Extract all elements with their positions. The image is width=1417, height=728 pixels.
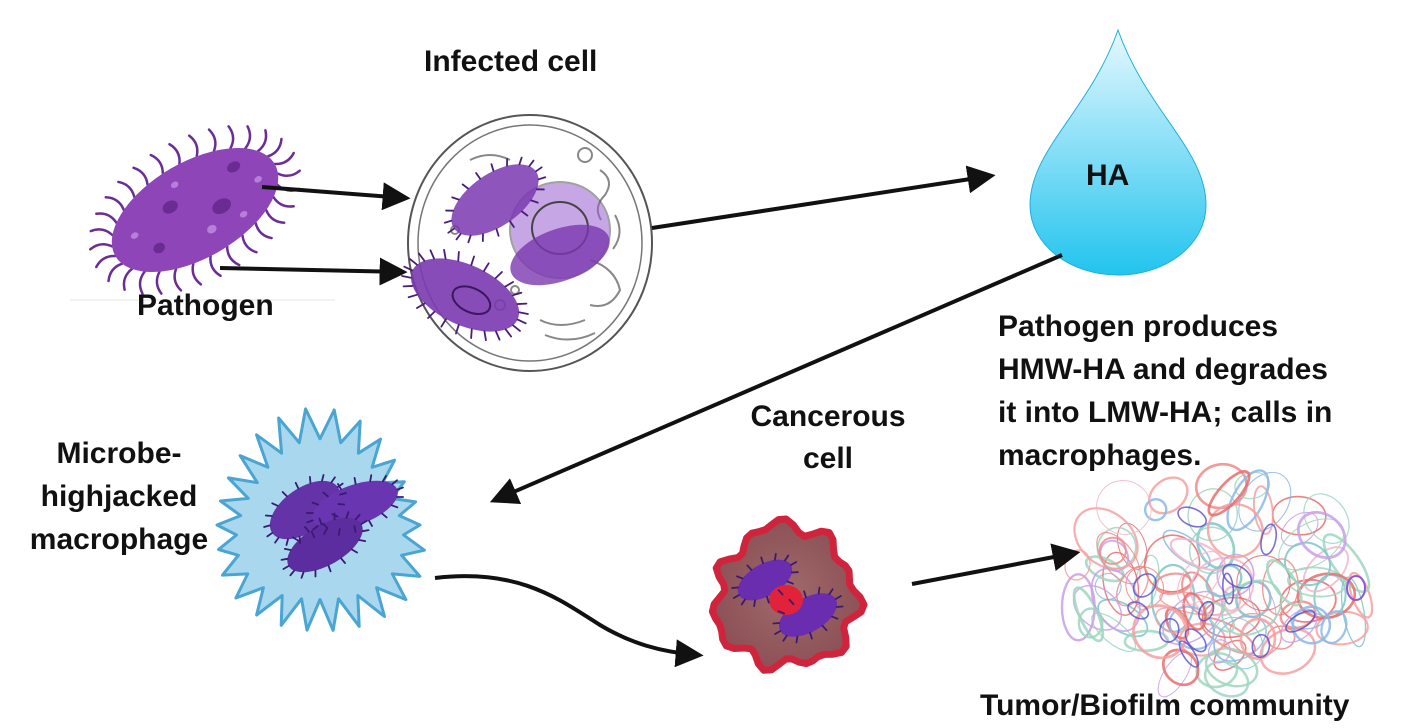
arrow-cancer-to-tumor	[911, 543, 1081, 586]
ha-description-line-3: it into LMW-HA; calls in	[998, 396, 1333, 429]
macrophage-line-3: macrophage	[29, 523, 209, 556]
arrow-pathogen-to-cell-bottom	[219, 257, 408, 286]
ha-description-line-4: macrophages.	[998, 439, 1202, 472]
ha-description-line-2: HMW-HA and degrades	[998, 353, 1328, 386]
macrophage-icon	[215, 407, 426, 632]
macrophage-line-1: Microbe-	[56, 437, 182, 470]
arrow-cell-to-ha	[651, 165, 996, 230]
infected-cell-icon	[401, 114, 653, 372]
ha-label: HA	[1086, 159, 1130, 192]
arrow-ha-to-macrophage	[489, 253, 1063, 504]
macrophage-label: Microbe- highjacked macrophage	[14, 432, 224, 561]
cancerous-cell-icon	[708, 515, 868, 674]
pathogen-icon	[70, 125, 335, 301]
ha-description-line-1: Pathogen produces	[998, 310, 1279, 343]
ha-droplet-icon	[1029, 28, 1207, 276]
arrows	[219, 165, 1081, 668]
cancerous-cell-line-1: Cancerous	[750, 400, 906, 433]
pathogen-label: Pathogen	[137, 289, 274, 322]
arrow-pathogen-to-cell-top	[261, 182, 411, 211]
infected-cell-label: Infected cell	[424, 45, 598, 78]
macrophage-line-2: highjacked	[40, 480, 198, 513]
ha-description: Pathogen produces HMW-HA and degrades it…	[998, 305, 1332, 477]
arrow-macrophage-to-cancer	[434, 574, 704, 668]
tumor-biofilm-icon	[1060, 462, 1374, 698]
cancerous-cell-label: Cancerous cell	[728, 396, 928, 480]
tumor-label: Tumor/Biofilm community	[980, 689, 1350, 722]
cancerous-cell-line-2: cell	[802, 442, 854, 475]
